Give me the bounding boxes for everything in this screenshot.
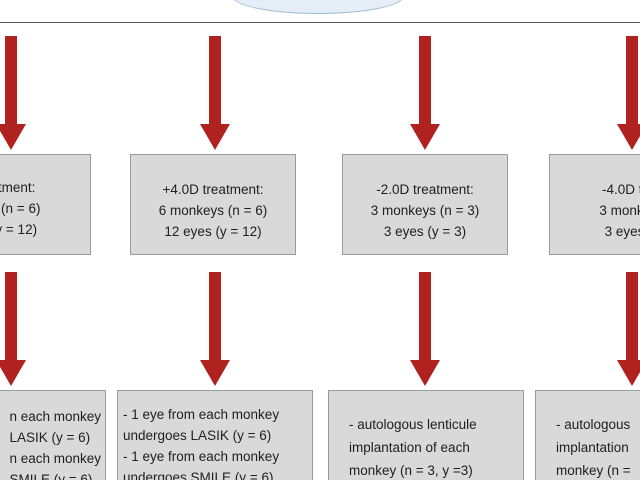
procedure-line: monkey (n = 3, y =3) <box>349 463 473 478</box>
treatment-box-col1: treatment: keys (n = 6) es (y = 12) <box>0 154 91 255</box>
procedure-box-col1: n each monkey LASIK (y = 6) n each monke… <box>0 390 106 480</box>
arrow-down-col2-lower <box>200 272 230 386</box>
treatment-line: 3 eyes (y <box>604 224 640 239</box>
procedure-line: n each monkey <box>9 409 101 424</box>
arrow-down-col3-lower <box>410 272 440 386</box>
treatment-line: es (y = 12) <box>0 222 38 237</box>
procedure-line: - autologous lenticule <box>349 417 477 432</box>
treatment-line: +4.0D treatment: <box>162 182 264 197</box>
procedure-box-col2: - 1 eye from each monkey undergoes LASIK… <box>117 390 313 480</box>
arrow-down-col1-lower <box>0 272 26 386</box>
treatment-line: 3 monkeys <box>599 203 640 218</box>
arrow-down-col2-upper <box>200 36 230 150</box>
treatment-line: -2.0D treatment: <box>376 182 474 197</box>
treatment-line: keys (n = 6) <box>0 201 41 216</box>
treatment-box-col3: -2.0D treatment: 3 monkeys (n = 3) 3 eye… <box>342 154 508 255</box>
treatment-line: 3 eyes (y = 3) <box>383 224 467 239</box>
treatment-line: 12 eyes (y = 12) <box>164 224 262 239</box>
procedure-box-col4: - autologous implantation monkey (n = <box>535 390 640 480</box>
top-source-node <box>232 0 404 14</box>
procedure-line: - 1 eye from each monkey <box>123 407 280 422</box>
treatment-line: 6 monkeys (n = 6) <box>158 203 268 218</box>
procedure-line: monkey (n = <box>556 463 631 478</box>
treatment-line: treatment: <box>0 180 36 195</box>
procedure-line: - 1 eye from each monkey <box>123 449 280 464</box>
procedure-box-col3: - autologous lenticule implantation of e… <box>328 390 524 480</box>
treatment-box-col4: -4.0D trea 3 monkeys 3 eyes (y <box>549 154 640 255</box>
procedure-line: undergoes LASIK (y = 6) <box>123 428 272 443</box>
procedure-line: implantation of each <box>349 440 470 455</box>
procedure-line: SMILE (y = 6) <box>9 472 93 480</box>
top-connector-line <box>0 22 640 23</box>
treatment-line: -4.0D trea <box>601 182 640 197</box>
arrow-down-col4-lower <box>617 272 640 386</box>
treatment-line: 3 monkeys (n = 3) <box>370 203 480 218</box>
arrow-down-col4-upper <box>617 36 640 150</box>
procedure-line: implantation <box>556 440 629 455</box>
procedure-line: undergoes SMILE (y = 6) <box>123 470 274 480</box>
treatment-box-col2: +4.0D treatment: 6 monkeys (n = 6) 12 ey… <box>130 154 296 255</box>
procedure-line: n each monkey <box>9 451 101 466</box>
arrow-down-col1-upper <box>0 36 26 150</box>
procedure-line: - autologous <box>556 417 631 432</box>
arrow-down-col3-upper <box>410 36 440 150</box>
procedure-line: LASIK (y = 6) <box>9 430 91 445</box>
